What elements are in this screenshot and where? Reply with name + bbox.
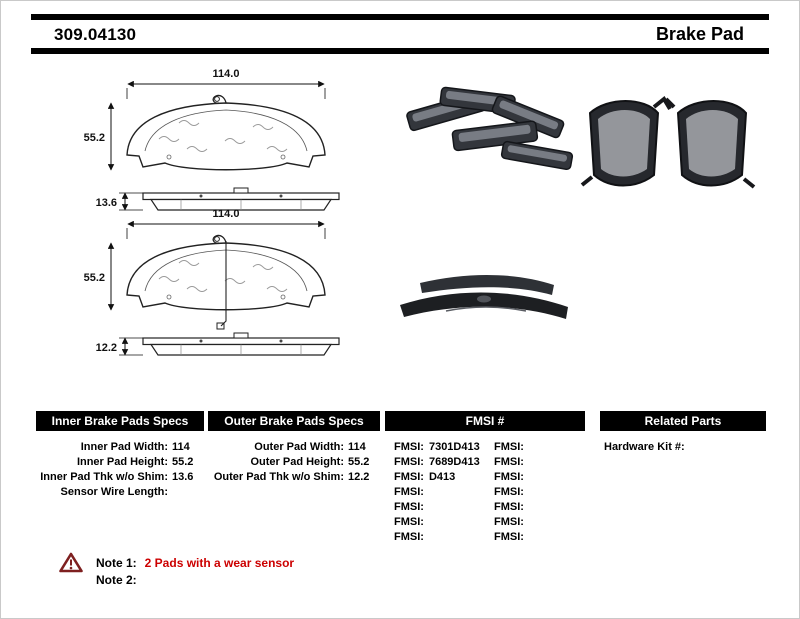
photo-pads-angled (406, 86, 574, 171)
fmsi-row: FMSI:D413 (394, 470, 456, 483)
spec-value: 114 (348, 440, 366, 453)
technical-drawings: 114.0 55.2 13.6 114.0 55.2 12.2 (84, 68, 340, 356)
dim-outer-thickness: 12.2 (96, 342, 117, 354)
spec-label: Inner Pad Width: (80, 440, 168, 453)
spec-row: Inner Pad Width: 114 (36, 439, 204, 454)
inner-specs-column: Inner Brake Pads Specs Inner Pad Width: 1… (36, 411, 204, 499)
dim-inner-thickness: 13.6 (96, 197, 117, 209)
inner-pad-edge-view (142, 187, 340, 211)
dim-inner-width: 114.0 (213, 68, 240, 80)
fmsi-row: FMSI: (394, 485, 424, 498)
fmsi-row: FMSI: (494, 530, 524, 543)
fmsi-right-subcolumn: FMSI: FMSI: FMSI: FMSI: FMSI: FMSI: FMSI… (485, 439, 585, 544)
spec-row: Outer Pad Thk w/o Shim: 12.2 (208, 469, 380, 484)
fmsi-left-subcolumn: FMSI:7301D413 FMSI:7689D413 FMSI:D413 FM… (385, 439, 485, 544)
spec-value: 114 (172, 440, 190, 453)
dim-outer-width: 114.0 (213, 208, 240, 220)
outer-pad-edge-view (142, 332, 340, 356)
spec-row: Inner Pad Height: 55.2 (36, 454, 204, 469)
inner-specs-header: Inner Brake Pads Specs (36, 411, 204, 431)
spec-label: Inner Pad Thk w/o Shim: (40, 470, 168, 483)
note-1: Note 1: 2 Pads with a wear sensor (96, 556, 294, 570)
photo-pads-face (580, 96, 756, 189)
note-2-label: Note 2: (96, 573, 137, 587)
spec-row: Sensor Wire Length: (36, 484, 204, 499)
spec-value: 55.2 (348, 455, 370, 468)
spec-value: 13.6 (172, 470, 194, 483)
dim-inner-height: 55.2 (84, 132, 105, 144)
part-number: 309.04130 (54, 25, 137, 44)
dim-outer-height: 55.2 (84, 272, 105, 284)
photo-pads-edge (400, 274, 568, 319)
spec-row: Inner Pad Thk w/o Shim: 13.6 (36, 469, 204, 484)
fmsi-row: FMSI: (494, 485, 524, 498)
product-photos (400, 86, 756, 319)
spec-row: Outer Pad Width: 114 (208, 439, 380, 454)
related-parts-column: Related Parts Hardware Kit #: (600, 411, 766, 454)
fmsi-row: FMSI: (494, 500, 524, 513)
fmsi-row: FMSI: (494, 470, 524, 483)
spec-value: 12.2 (348, 470, 370, 483)
spec-label: Outer Pad Thk w/o Shim: (213, 470, 344, 483)
outer-specs-column: Outer Brake Pads Specs Outer Pad Width: 1… (208, 411, 380, 484)
warning-icon (59, 552, 83, 573)
spec-value: 55.2 (172, 455, 194, 468)
header-rule-bottom (31, 48, 769, 54)
note-2: Note 2: (96, 573, 145, 587)
spec-label: Outer Pad Height: (250, 455, 344, 468)
fmsi-row: FMSI: (394, 515, 424, 528)
fmsi-column: FMSI # FMSI:7301D413 FMSI:7689D413 FMSI:… (385, 411, 585, 544)
spec-label: Inner Pad Height: (76, 455, 168, 468)
spec-label: Sensor Wire Length: (60, 485, 168, 498)
spec-row: Outer Pad Height: 55.2 (208, 454, 380, 469)
header-rule-top (31, 14, 769, 20)
inner-pad-top-view (126, 94, 326, 171)
sensor-wire (220, 241, 227, 327)
fmsi-row: FMSI:7301D413 (394, 440, 480, 453)
outer-specs-header: Outer Brake Pads Specs (208, 411, 380, 431)
sensor-connector (216, 322, 225, 330)
fmsi-header: FMSI # (385, 411, 585, 431)
note-1-text: 2 Pads with a wear sensor (144, 556, 295, 570)
related-part-row: Hardware Kit #: (604, 440, 685, 453)
fmsi-row: FMSI: (394, 530, 424, 543)
fmsi-row: FMSI:7689D413 (394, 455, 480, 468)
fmsi-row: FMSI: (494, 515, 524, 528)
note-1-label: Note 1: (96, 556, 137, 570)
spec-label: Outer Pad Width: (254, 440, 344, 453)
fmsi-row: FMSI: (494, 440, 524, 453)
page-title: Brake Pad (655, 24, 744, 44)
fmsi-row: FMSI: (394, 500, 424, 513)
related-parts-header: Related Parts (600, 411, 766, 431)
fmsi-row: FMSI: (494, 455, 524, 468)
